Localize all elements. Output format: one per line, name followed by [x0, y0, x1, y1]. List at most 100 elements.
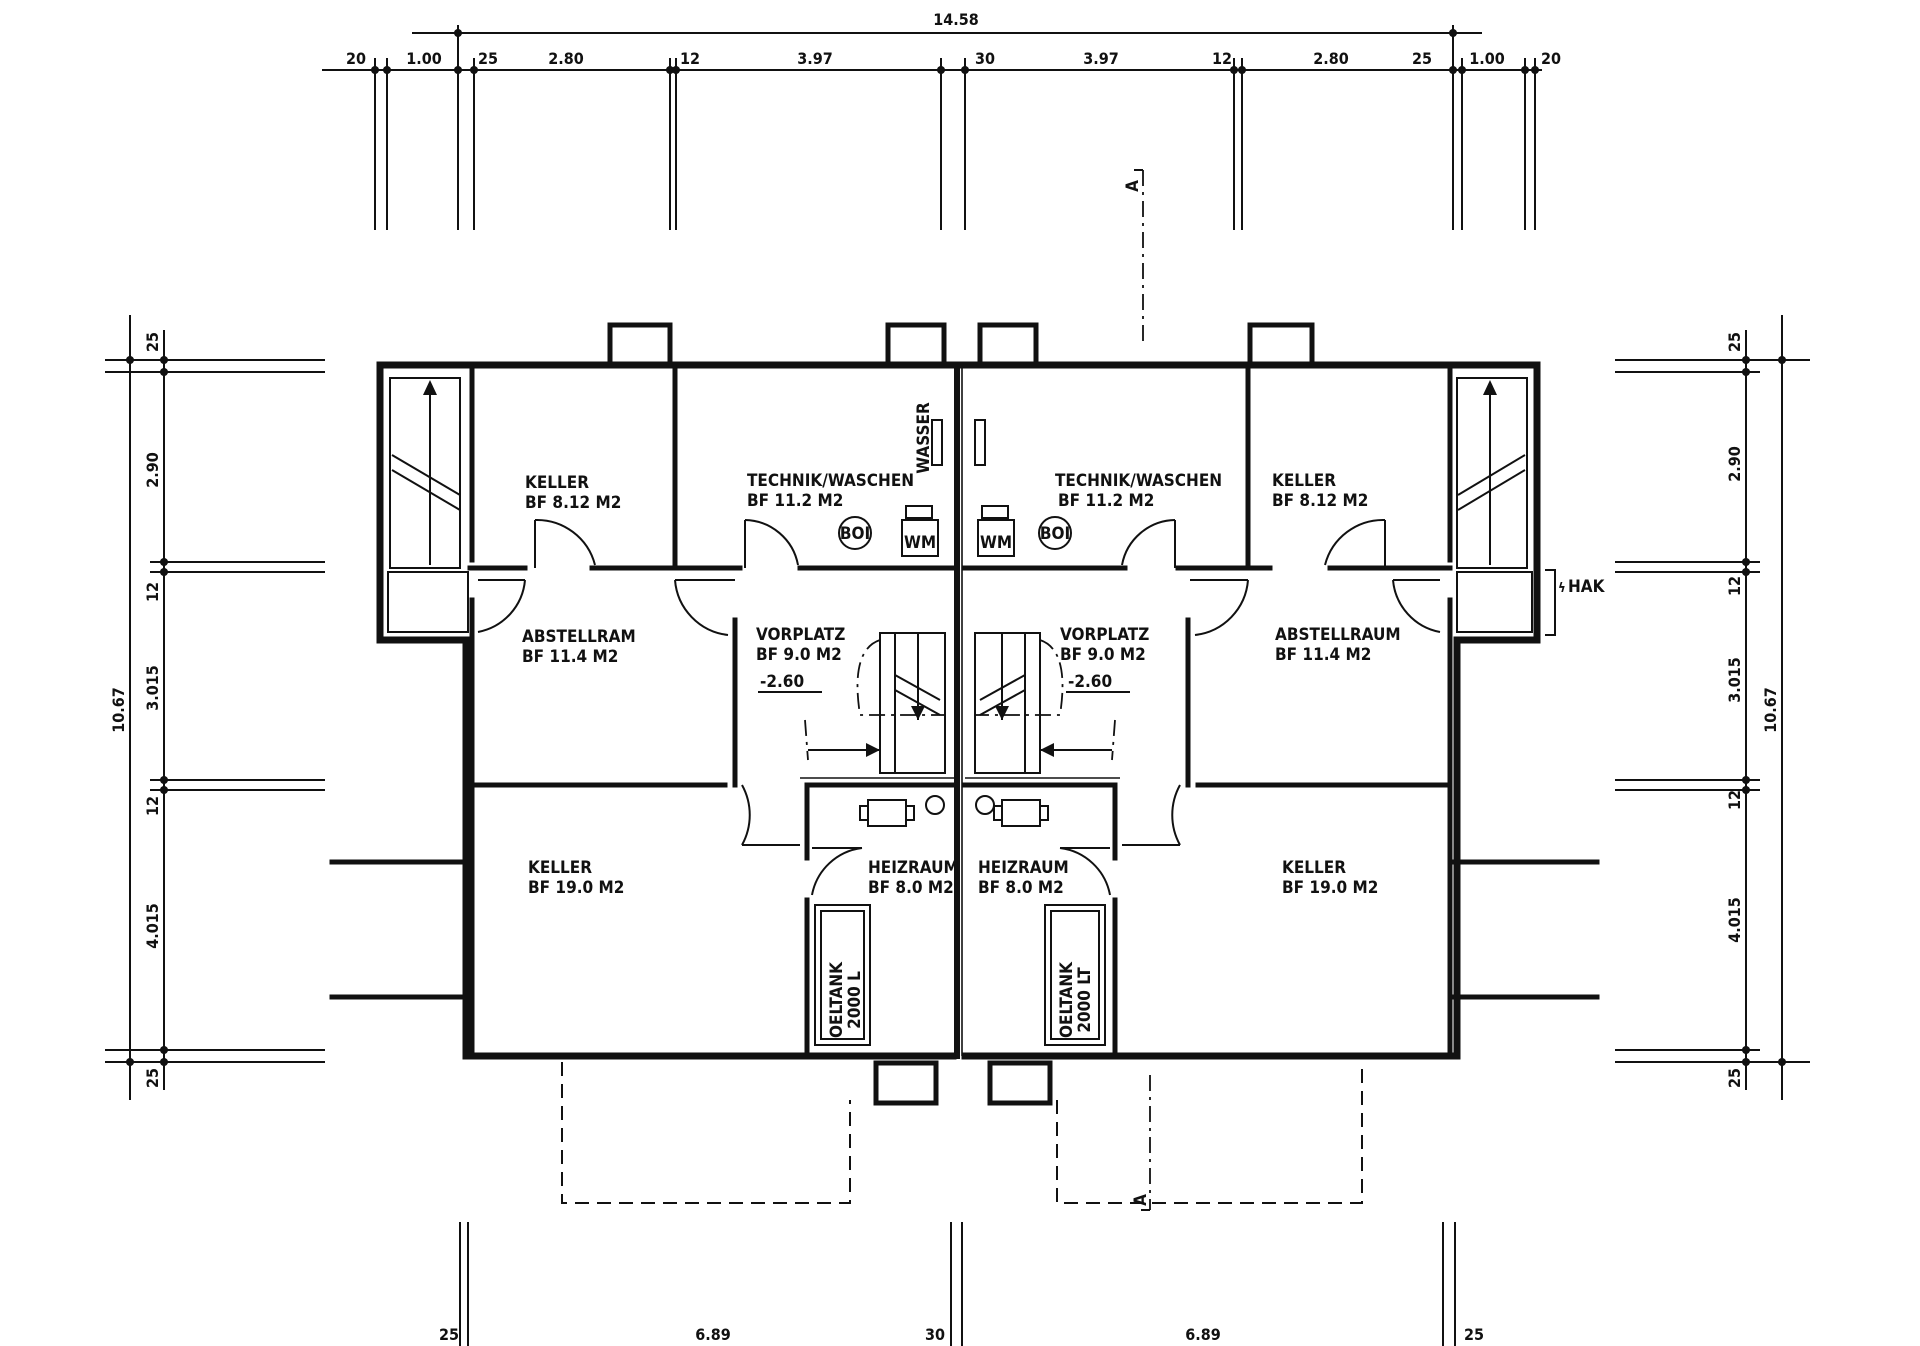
dim-right-1: 25: [1725, 332, 1744, 352]
dim-left-2: 2.90: [143, 452, 162, 488]
boiler-left-label: BOI: [840, 524, 870, 544]
dim-top-12: 1.00: [1469, 49, 1505, 68]
dim-top-7: 30: [975, 49, 995, 68]
section-marker-top: A: [1123, 180, 1143, 192]
room-technik-right-area: BF 11.2 M2: [1058, 491, 1154, 511]
room-keller-large-right-name: KELLER: [1282, 858, 1346, 878]
oil-tank-right-line1: OELTANK: [1057, 961, 1077, 1038]
dim-right-overall: 10.67: [1761, 687, 1780, 733]
oil-tank-right-line2: 2000 LT: [1075, 967, 1095, 1033]
dim-top-8: 3.97: [1083, 49, 1119, 68]
oil-tank-left: [814, 904, 871, 1046]
room-abstellraum-right-area: BF 11.4 M2: [1275, 645, 1371, 665]
bottom-dimension-chain: 25 6.89 30 6.89 25: [439, 1222, 1484, 1346]
dim-right-6: 4.015: [1725, 897, 1744, 943]
dim-left-1: 25: [143, 332, 162, 352]
dim-right-3: 12: [1725, 576, 1744, 596]
room-keller-small-right-area: BF 8.12 M2: [1272, 491, 1368, 511]
room-labels-right: KELLER BF 8.12 M2 TECHNIK/WASCHEN BF 11.…: [978, 471, 1401, 1038]
hak-box: [1545, 569, 1556, 636]
room-abstellraum-right-name: ABSTELLRAUM: [1275, 625, 1401, 645]
heater-right: [1001, 799, 1041, 827]
interior-walls-right: [962, 367, 1453, 1053]
dim-top-3: 25: [478, 49, 498, 68]
dim-left-7: 25: [143, 1068, 162, 1088]
room-vorplatz-left-level: -2.60: [760, 672, 804, 692]
oil-tank-left-line1: OELTANK: [827, 961, 847, 1038]
oil-tank-left-line2: 2000 L: [845, 971, 865, 1029]
interior-walls-left: [467, 367, 958, 1053]
dim-right-4: 3.015: [1725, 657, 1744, 703]
washing-machine-left-label: WM: [904, 533, 936, 553]
dim-left-6: 4.015: [143, 903, 162, 949]
interior-stair-right: [974, 632, 1116, 774]
room-abstellraum-left-name: ABSTELLRAM: [522, 627, 636, 647]
dim-top-5: 12: [680, 49, 700, 68]
room-vorplatz-right-name: VORPLATZ: [1060, 625, 1149, 645]
fixtures-right: BOI WM ϟ HAK: [974, 419, 1606, 1046]
dim-top-10: 2.80: [1313, 49, 1349, 68]
dim-bottom-5: 25: [1464, 1325, 1484, 1344]
room-technik-left-area: BF 11.2 M2: [747, 491, 843, 511]
exterior-stair-right: [1456, 377, 1533, 633]
door-swings: [477, 518, 1441, 896]
dim-top-13: 20: [1541, 49, 1561, 68]
room-vorplatz-right-area: BF 9.0 M2: [1060, 645, 1146, 665]
water-meter-right: [974, 419, 986, 466]
dim-left-4: 3.015: [143, 665, 162, 711]
dim-right-5: 12: [1725, 790, 1744, 810]
exterior-stair-left: [387, 377, 469, 633]
dim-left-overall: 10.67: [109, 687, 128, 733]
water-meter-left: [931, 419, 943, 466]
dim-top-2: 1.00: [406, 49, 442, 68]
water-label: WASSER: [914, 402, 934, 474]
room-technik-left-name: TECHNIK/WASCHEN: [747, 471, 914, 491]
boiler-right-label: BOI: [1040, 524, 1070, 544]
washing-machine-left-symbol: [901, 519, 939, 557]
boiler-right-symbol: [1038, 516, 1072, 550]
washing-machine-right-symbol: [977, 519, 1015, 557]
dim-bottom-2: 6.89: [695, 1325, 731, 1344]
left-dimension-chain: 10.67 25 2.90 12 3.015 12 4.015 25: [105, 315, 325, 1100]
dim-top-11: 25: [1412, 49, 1432, 68]
washing-machine-right-label: WM: [980, 533, 1012, 553]
room-keller-large-left-name: KELLER: [528, 858, 592, 878]
heater-left: [867, 799, 907, 827]
room-keller-small-left-name: KELLER: [525, 473, 589, 493]
dim-top-4: 2.80: [548, 49, 584, 68]
room-vorplatz-left-area: BF 9.0 M2: [756, 645, 842, 665]
fixtures-left: BOI WM WASSER: [814, 402, 945, 1046]
room-technik-right-name: TECHNIK/WASCHEN: [1055, 471, 1222, 491]
lightning-icon: ϟ: [1558, 581, 1566, 596]
interior-stair-left: [804, 632, 946, 774]
dim-left-3: 12: [143, 582, 162, 602]
dim-top-9: 12: [1212, 49, 1232, 68]
room-labels-left: KELLER BF 8.12 M2 TECHNIK/WASCHEN BF 11.…: [522, 471, 959, 1038]
room-heizraum-right-area: BF 8.0 M2: [978, 878, 1064, 898]
hak-label: HAK: [1568, 577, 1606, 597]
dim-right-2: 2.90: [1725, 446, 1744, 482]
room-heizraum-right-name: HEIZRAUM: [978, 858, 1069, 878]
dim-right-7: 25: [1725, 1068, 1744, 1088]
dim-left-5: 12: [143, 796, 162, 816]
dim-top-6: 3.97: [797, 49, 833, 68]
boiler-left-symbol: [838, 516, 872, 550]
oil-tank-right: [1044, 904, 1106, 1046]
section-marker-bottom: A: [1131, 1194, 1151, 1206]
room-vorplatz-left-name: VORPLATZ: [756, 625, 845, 645]
dim-bottom-1: 25: [439, 1325, 459, 1344]
room-keller-large-left-area: BF 19.0 M2: [528, 878, 624, 898]
dim-top-1: 20: [346, 49, 366, 68]
room-keller-small-right-name: KELLER: [1272, 471, 1336, 491]
room-abstellraum-left-area: BF 11.4 M2: [522, 647, 618, 667]
room-keller-small-left-area: BF 8.12 M2: [525, 493, 621, 513]
room-heizraum-left-area: BF 8.0 M2: [868, 878, 954, 898]
exterior-walls: [376, 361, 1541, 1060]
dim-top-overall: 14.58: [933, 10, 979, 29]
dim-bottom-4: 6.89: [1185, 1325, 1221, 1344]
dim-bottom-3: 30: [925, 1325, 945, 1344]
right-dimension-chain: 10.67 25 2.90 12 3.015 12 4.015 25: [1615, 315, 1810, 1100]
exterior-elements: [329, 322, 1600, 1204]
room-vorplatz-right-level: -2.60: [1068, 672, 1112, 692]
